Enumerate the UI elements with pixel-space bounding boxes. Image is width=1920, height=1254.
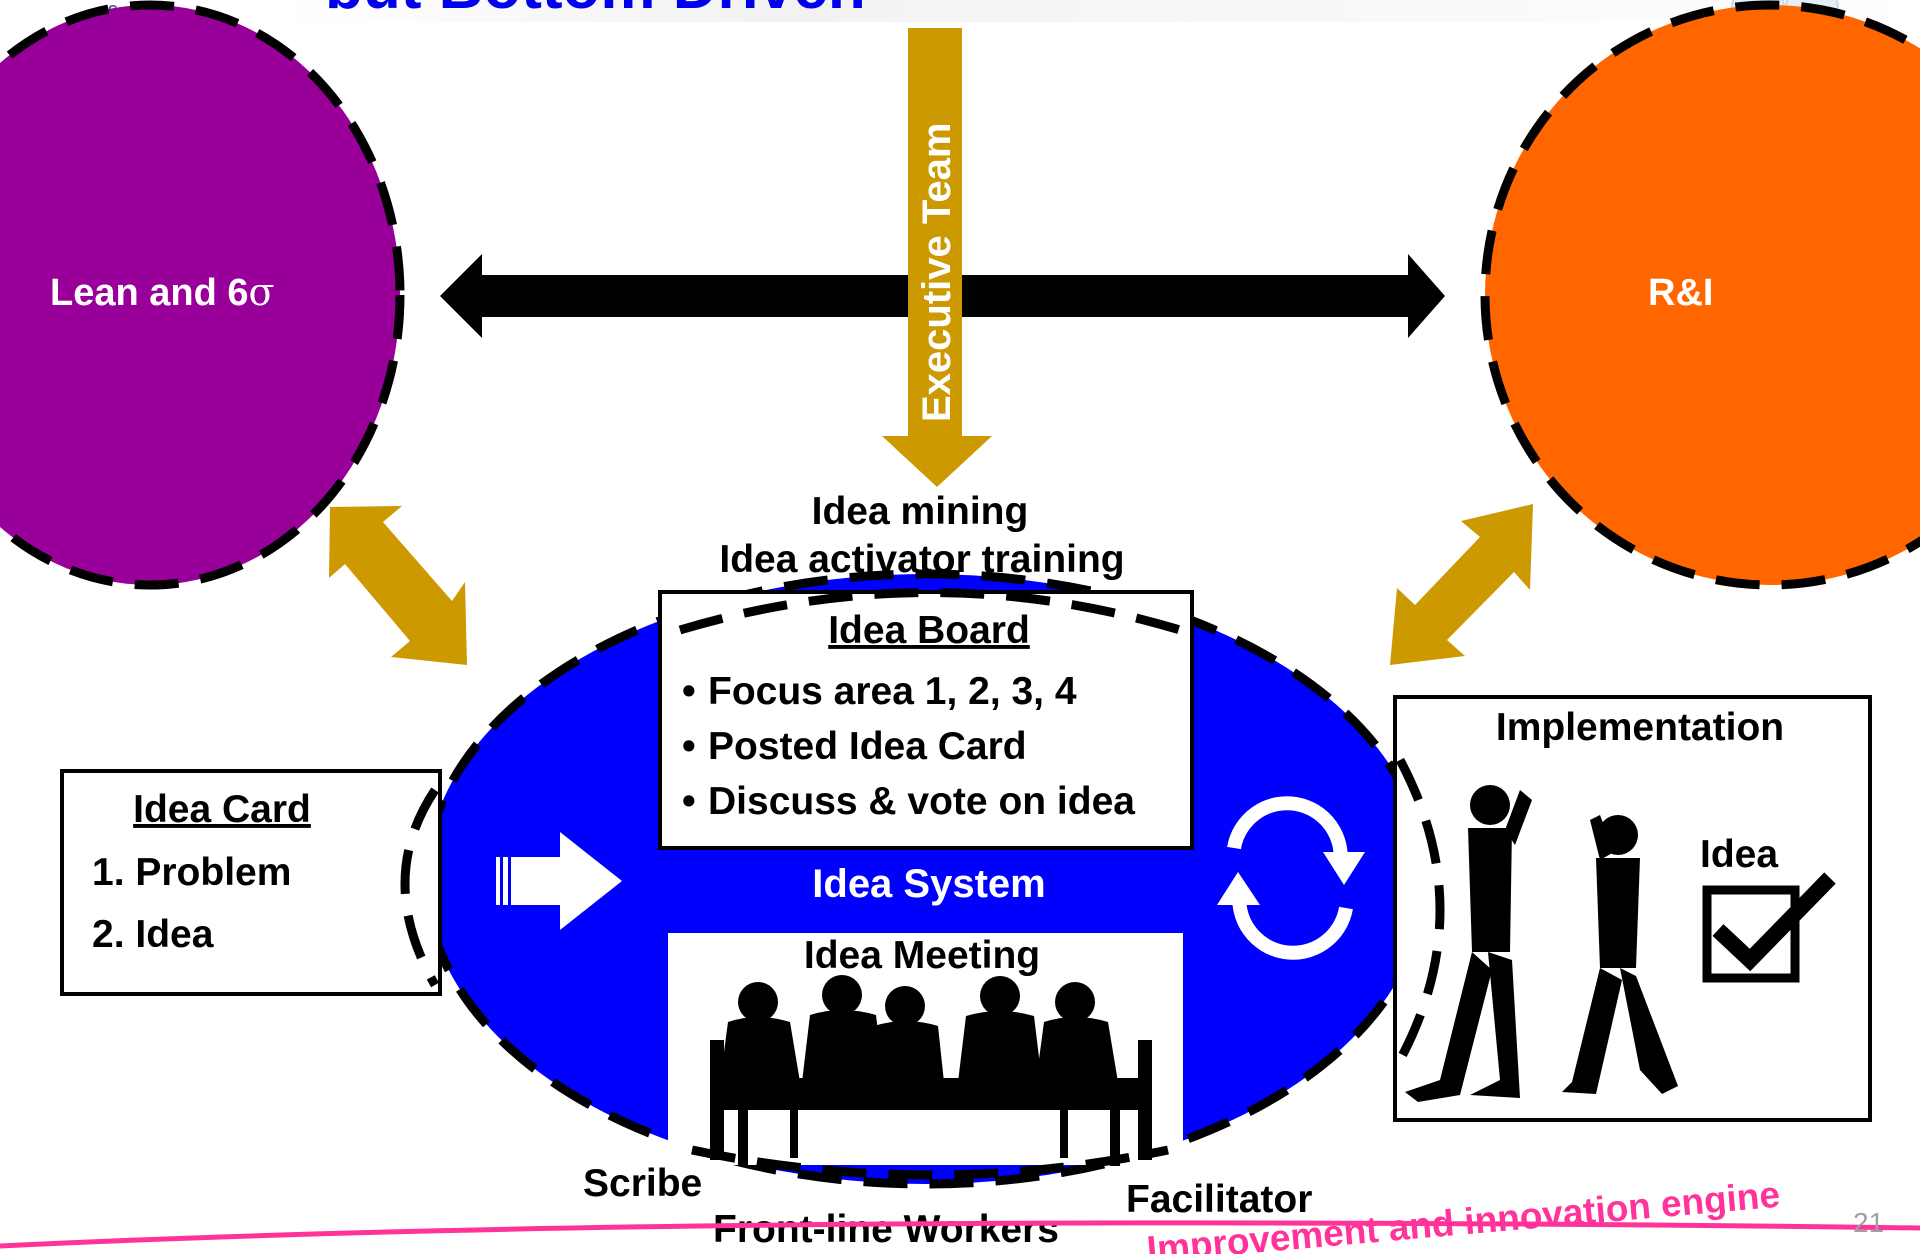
idea-mining-label: Idea mining: [812, 490, 1029, 533]
idea-board-title: Idea Board: [828, 609, 1030, 652]
idea-board-item: Posted Idea Card: [708, 725, 1027, 768]
implementation-idea-label: Idea: [1700, 833, 1778, 876]
footer-line: [0, 1220, 1920, 1249]
ri-label: R&I: [1648, 272, 1713, 314]
checkbox-icon: [1702, 872, 1836, 983]
idea-board-list: • Focus area 1, 2, 3, 4 • Posted Idea Ca…: [682, 670, 1135, 823]
lean-label: Lean and 6σ: [50, 270, 274, 314]
idea-card-title: Idea Card: [133, 788, 311, 831]
idea-card-dash: [400, 787, 439, 988]
idea-card-box: [60, 769, 442, 996]
meeting-people-icon: [710, 975, 1152, 1166]
executive-team-arrow: [882, 28, 992, 487]
idea-board-dash: [678, 588, 1182, 635]
slide-title: but Bottom Driven: [325, 0, 866, 22]
idea-meeting-title: Idea Meeting: [804, 934, 1040, 977]
striped-arrow-icon: [496, 832, 622, 930]
lean-idea-system-arrow: [329, 506, 467, 665]
idea-card-item: 2. Idea: [92, 913, 214, 956]
front-line-workers-label: Front-line Workers: [713, 1208, 1059, 1251]
implementation-dash: [1396, 757, 1445, 1063]
idea-board-item: Focus area 1, 2, 3, 4: [708, 670, 1077, 713]
lean-six-sigma-ellipse: [0, 0, 405, 590]
refresh-cycle-icon: [1217, 796, 1365, 960]
idea-board-item: Discuss & vote on idea: [708, 780, 1135, 823]
idea-board-box: [658, 590, 1194, 850]
idea-card-item: 1. Problem: [92, 851, 291, 894]
ri-ellipse: [1480, 0, 1920, 590]
facilitator-label: Facilitator: [1126, 1178, 1312, 1221]
implementation-title: Implementation: [1496, 706, 1784, 749]
executive-team-label: Executive Team: [915, 123, 959, 422]
svg-text:•: •: [682, 725, 696, 768]
idea-activator-training-label: Idea activator training: [719, 538, 1124, 581]
page-number: 21: [1853, 1207, 1884, 1238]
title-bar: [280, 0, 1920, 22]
idea-meeting-dash: [691, 1145, 1169, 1180]
idea-system-label: Idea System: [812, 862, 1045, 906]
celebrating-people-icon: [1405, 785, 1678, 1102]
scribe-label: Scribe: [583, 1162, 702, 1205]
ri-idea-system-arrow: [1390, 504, 1533, 665]
svg-text:•: •: [682, 670, 696, 713]
svg-text:•: •: [682, 780, 696, 823]
